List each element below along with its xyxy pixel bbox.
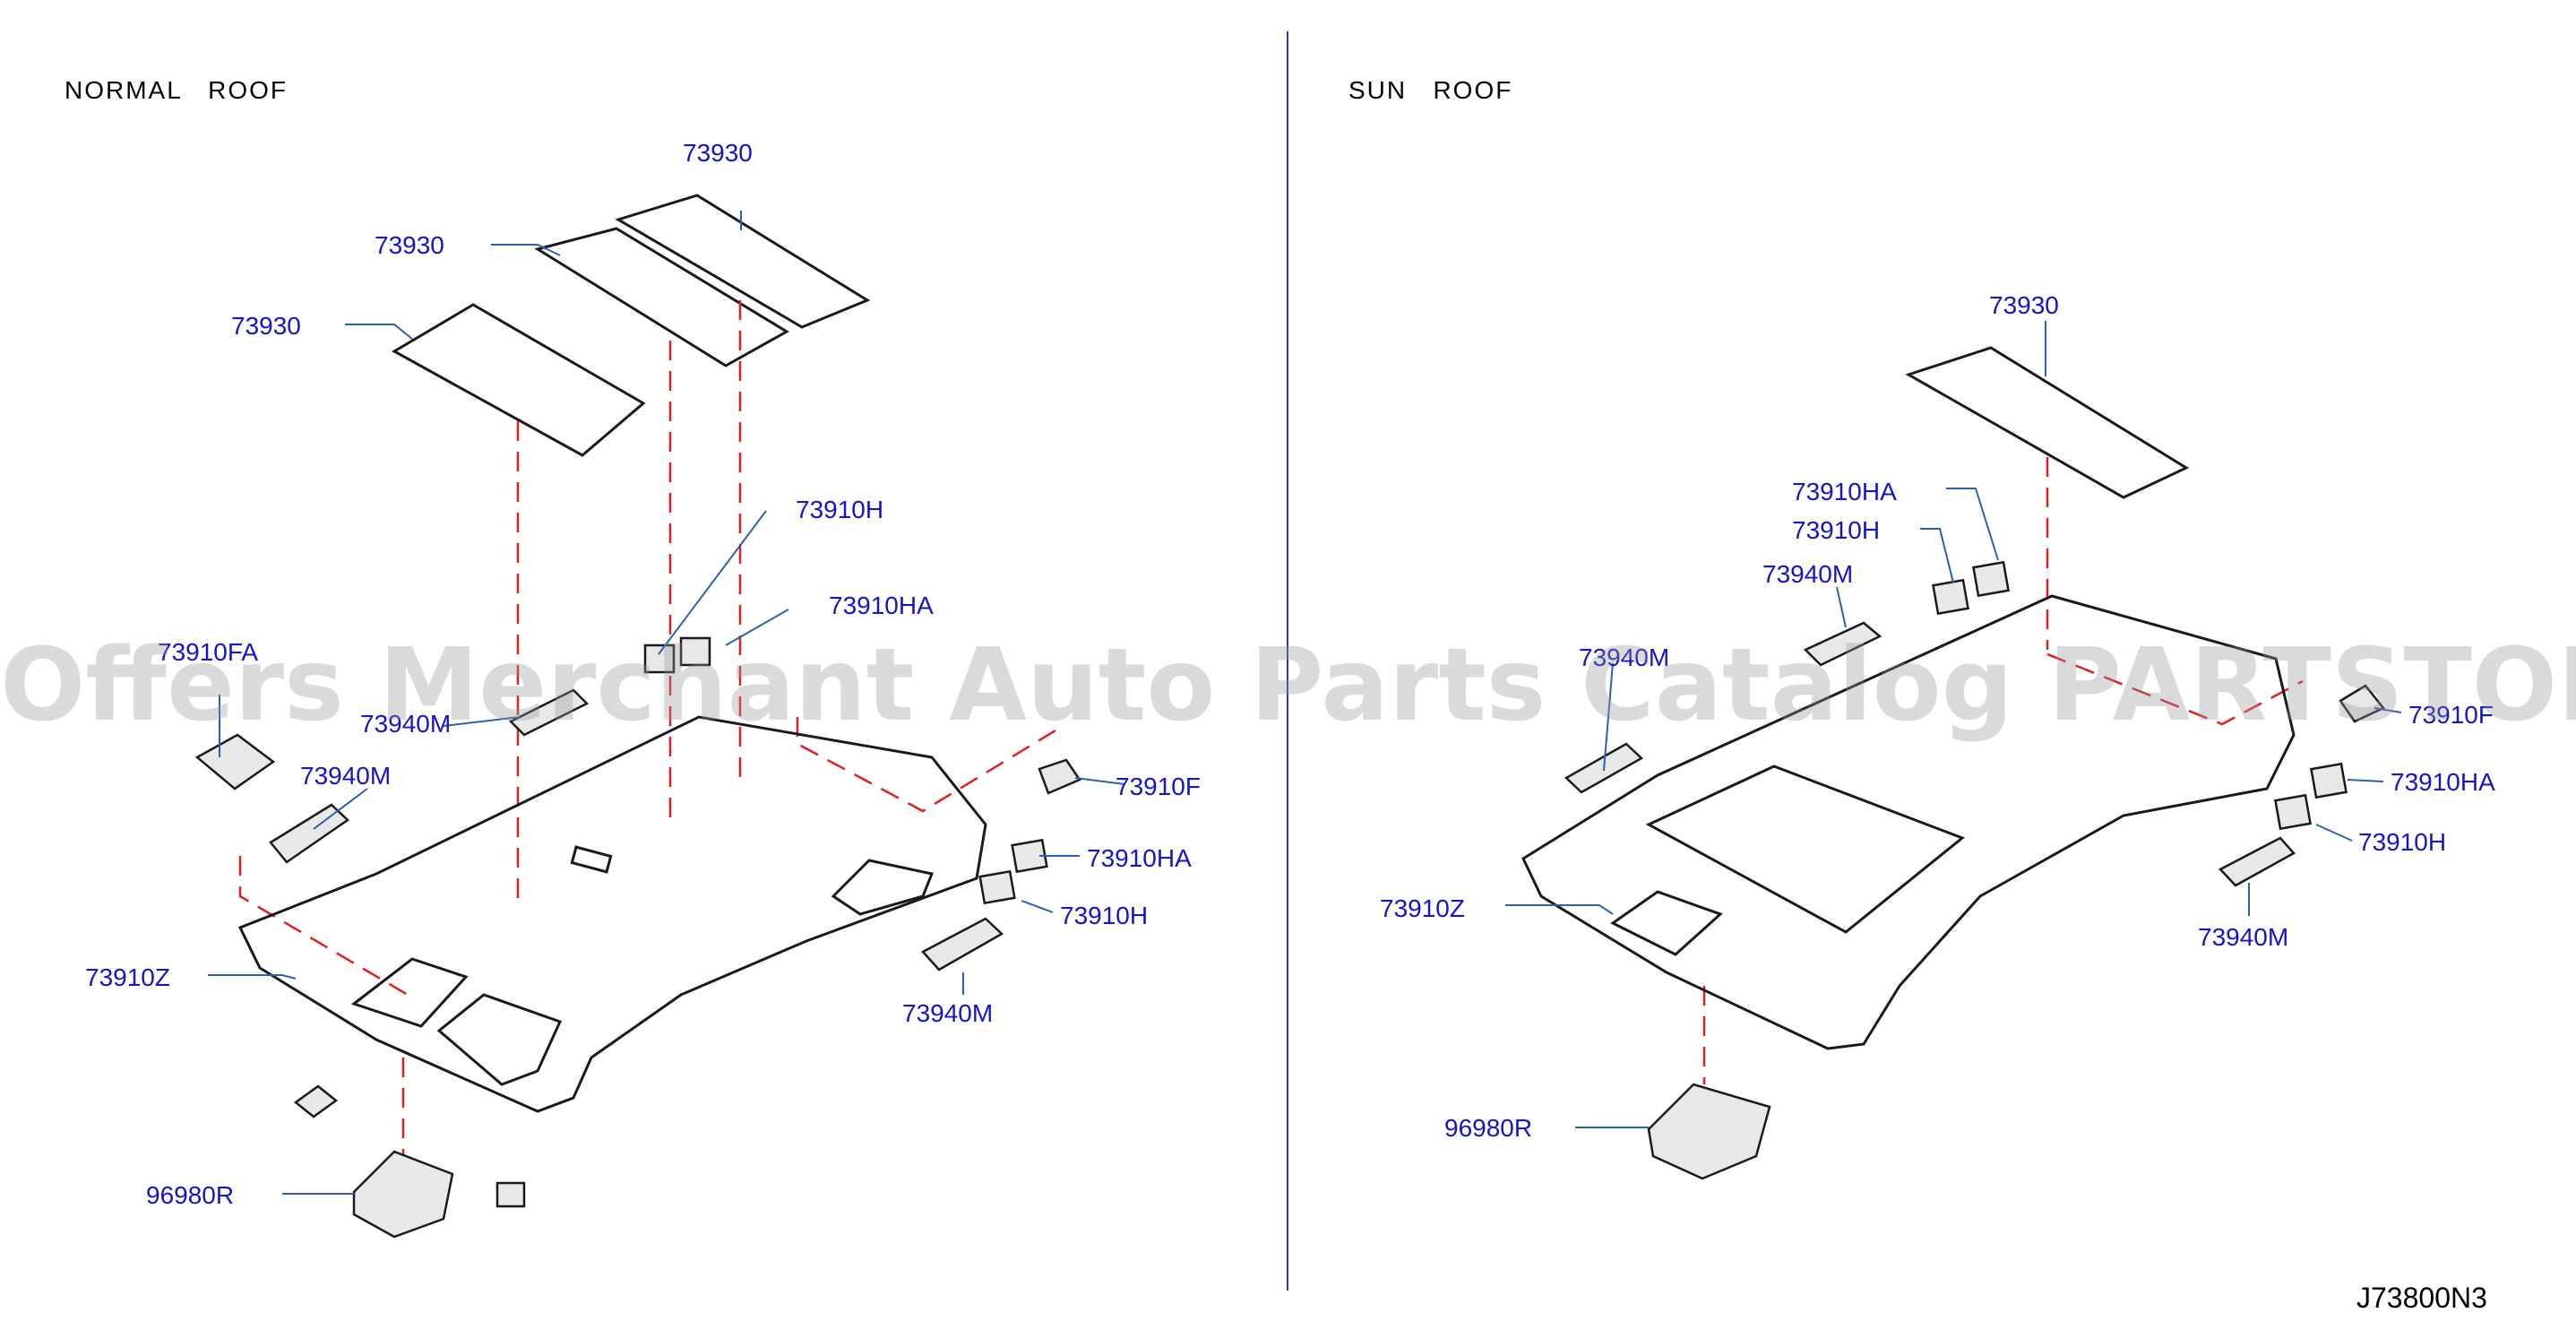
callout-73940M-bottom[interactable]: 73940M [902, 999, 994, 1027]
callout-73940M-upper[interactable]: 73940M [360, 710, 452, 738]
right-roof-pad [1905, 346, 2190, 499]
left-headliner-cutout-1 [350, 957, 469, 1028]
callout-73910FA[interactable]: 73910FA [158, 638, 259, 666]
callout-73910Z-sunroof[interactable]: 73910Z [1380, 894, 1465, 922]
right-headliner-cutout [1610, 890, 1723, 956]
left-clip-fa [194, 733, 276, 790]
watermark-text: Offers Merchant Auto Parts Catalog PARTS… [0, 627, 2576, 744]
left-map-lamp [352, 1150, 454, 1239]
right-assist-grip-3 [2218, 836, 2296, 887]
right-clip-ha [2310, 762, 2348, 799]
left-small-parts [194, 636, 1081, 1239]
callout-73910H-top[interactable]: 73910H [796, 496, 884, 523]
diagram-code: J73800N3 [2356, 1282, 2487, 1314]
left-clip-ha-top [679, 636, 711, 667]
left-clip-f [1038, 758, 1081, 795]
right-leader-lines [1505, 321, 2402, 1128]
callout-73910HA-sunroof-top[interactable]: 73910HA [1792, 478, 1897, 505]
right-clip-h-top [1932, 578, 1969, 616]
left-dash-lines [238, 300, 1056, 1156]
left-clip-h [978, 869, 1016, 905]
right-map-lamp [1647, 1083, 1771, 1180]
left-headliner-handle-recess [831, 859, 935, 916]
callout-96980R[interactable]: 96980R [146, 1181, 235, 1209]
right-headliner [1521, 594, 2296, 1050]
callout-73930-top[interactable]: 73930 [683, 139, 753, 167]
left-roof-pads [391, 194, 871, 457]
left-assist-grip-3 [508, 688, 590, 737]
left-leader-lines [208, 211, 1125, 1195]
callout-73940M-left[interactable]: 73940M [300, 762, 392, 790]
left-pad-3 [615, 194, 871, 329]
left-headliner-cutout-2 [436, 993, 563, 1086]
normal-roof-title: NORMAL ROOF [65, 76, 288, 104]
right-clip-f [2339, 684, 2385, 723]
callout-73910H-right[interactable]: 73910H [1060, 902, 1149, 929]
left-lamp-bracket [293, 1084, 339, 1118]
left-headliner-lamp-recess [570, 845, 613, 874]
callout-73910F[interactable]: 73910F [1116, 773, 1201, 800]
left-pad-2 [534, 227, 789, 367]
right-clip-ha-top [1972, 560, 2010, 598]
callout-73910F-sunroof[interactable]: 73910F [2408, 701, 2494, 729]
left-pad-1 [391, 303, 646, 457]
right-dash-lines [1702, 457, 2304, 1084]
right-headliner-panel [1521, 594, 2296, 1050]
callout-73910HA-top[interactable]: 73910HA [829, 592, 934, 619]
callout-73940M-sunroof-left[interactable]: 73940M [1579, 643, 1670, 671]
left-headliner-panel [237, 715, 987, 1113]
right-sunroof-opening [1645, 764, 1965, 934]
callout-73940M-sunroof-top[interactable]: 73940M [1762, 560, 1854, 588]
callout-73910H-sunroof-right[interactable]: 73910H [2358, 828, 2447, 856]
right-pad-1 [1905, 346, 2190, 499]
left-lamp-connector [495, 1181, 526, 1208]
callout-73930-mid[interactable]: 73930 [375, 231, 444, 259]
sun-roof-title: SUN ROOF [1348, 76, 1513, 104]
callout-73910HA-right[interactable]: 73910HA [1087, 844, 1192, 872]
callout-73930-low[interactable]: 73930 [231, 312, 301, 340]
right-clip-h [2274, 793, 2312, 831]
left-clip-h-top [643, 643, 676, 674]
left-assist-grip-1 [269, 803, 349, 864]
left-headliner [237, 715, 987, 1113]
callout-73910HA-sunroof-right[interactable]: 73910HA [2391, 768, 2495, 796]
callout-96980R-sunroof[interactable]: 96980R [1444, 1114, 1533, 1142]
right-assist-grip-1 [1803, 621, 1882, 667]
left-clip-ha [1011, 838, 1048, 874]
callout-73930-sunroof[interactable]: 73930 [1989, 291, 2059, 319]
callout-73940M-sunroof-bottom[interactable]: 73940M [2198, 923, 2289, 951]
callout-73910Z[interactable]: 73910Z [85, 963, 170, 991]
callout-73910H-sunroof-top[interactable]: 73910H [1792, 516, 1881, 544]
left-assist-grip-2 [920, 917, 1004, 972]
